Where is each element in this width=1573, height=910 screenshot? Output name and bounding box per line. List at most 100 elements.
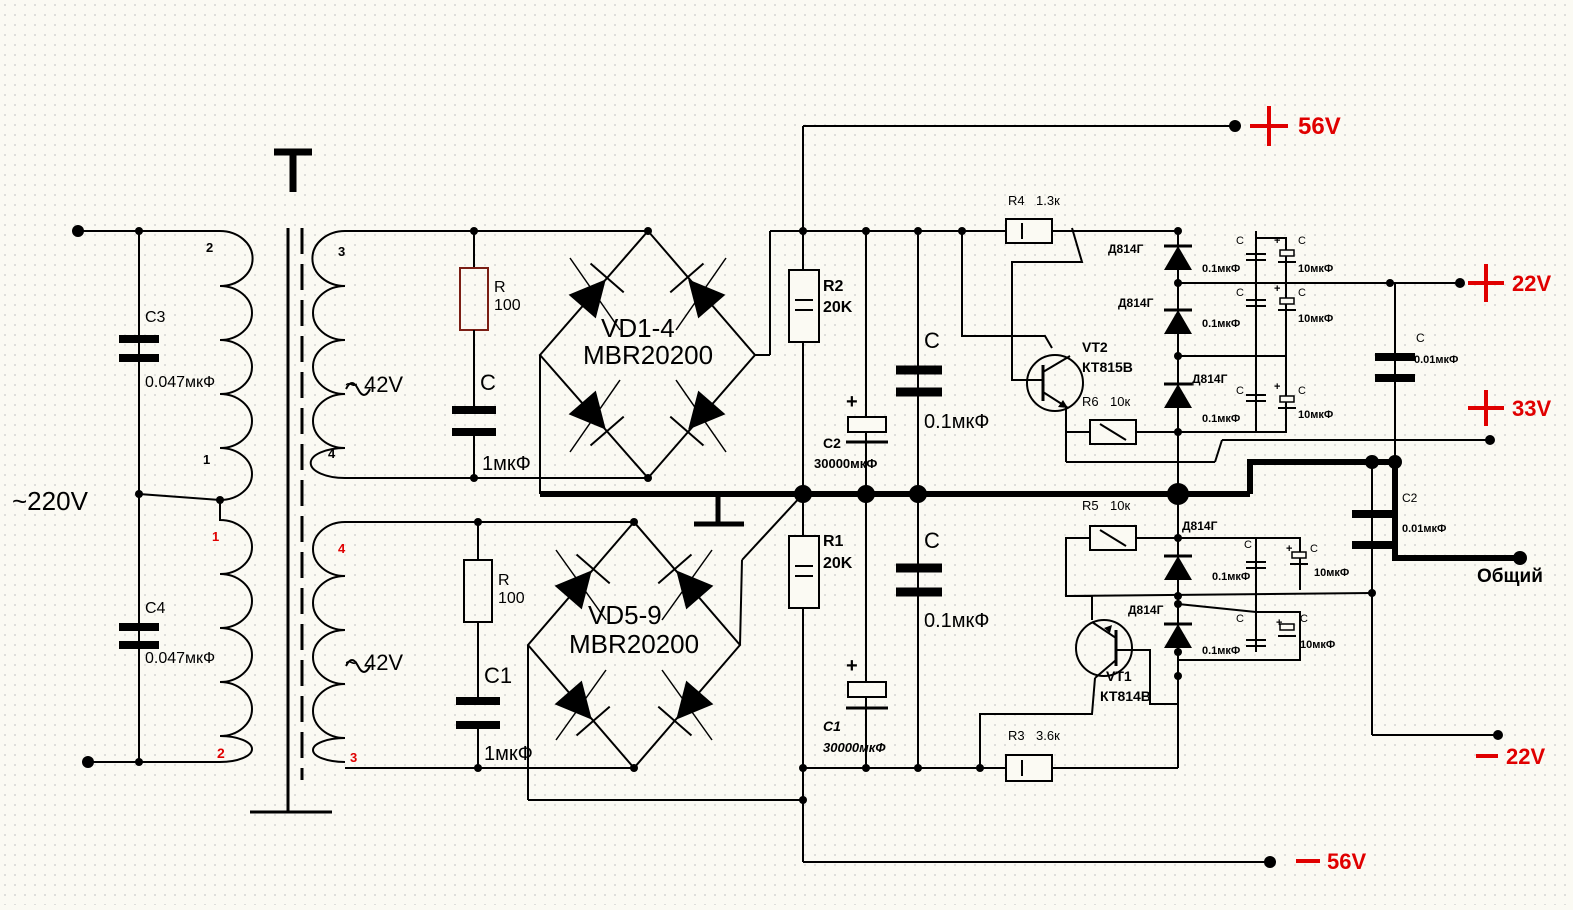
svg-text:Д814Г: Д814Г <box>1192 372 1228 386</box>
svg-text:4: 4 <box>338 541 346 556</box>
svg-text:VT2: VT2 <box>1082 339 1108 355</box>
svg-text:R3: R3 <box>1008 728 1025 743</box>
positive-regulator <box>961 218 1495 494</box>
resistor-r3 <box>1005 754 1053 782</box>
secondary-winding-1 <box>309 230 648 479</box>
svg-text:C: C <box>1310 543 1318 555</box>
svg-text:+: + <box>1286 543 1292 555</box>
svg-text:+: + <box>846 655 858 677</box>
svg-text:100: 100 <box>494 297 521 314</box>
svg-text:1мкФ: 1мкФ <box>482 453 531 475</box>
svg-text:10мкФ: 10мкФ <box>1300 639 1335 651</box>
svg-text:22V: 22V <box>1506 744 1545 769</box>
svg-text:1.3к: 1.3к <box>1036 193 1060 208</box>
svg-text:10мкФ: 10мкФ <box>1298 409 1333 421</box>
svg-text:~ 42V: ~ 42V <box>345 372 403 397</box>
svg-text:+: + <box>1274 381 1280 393</box>
primary-coil-upper <box>219 230 254 501</box>
bridge-rectifier-2 <box>526 518 742 772</box>
svg-text:C: C <box>1244 539 1252 551</box>
svg-text:+: + <box>1274 235 1280 247</box>
svg-text:C: C <box>1298 287 1306 299</box>
snubber-top <box>452 227 496 482</box>
output-labels: 56V 22V 33V 22V 56V Общий <box>1250 106 1551 874</box>
svg-text:33V: 33V <box>1512 396 1551 421</box>
svg-text:+: + <box>846 391 858 413</box>
common-terminal[interactable] <box>1513 551 1527 565</box>
input-terminal-top[interactable] <box>72 225 84 237</box>
svg-text:56V: 56V <box>1327 849 1366 874</box>
minus-22v-output[interactable]: 22V <box>1476 744 1545 769</box>
svg-text:0.1мкФ: 0.1мкФ <box>924 610 990 632</box>
svg-text:3.6к: 3.6к <box>1036 728 1060 743</box>
svg-text:30000мкФ: 30000мкФ <box>823 740 886 755</box>
svg-text:1мкФ: 1мкФ <box>484 743 533 765</box>
svg-text:10к: 10к <box>1110 498 1130 513</box>
primary-winding-section <box>72 225 254 768</box>
transformer-core <box>250 148 332 814</box>
svg-text:Д814Г: Д814Г <box>1128 603 1164 617</box>
svg-text:20K: 20K <box>823 555 853 572</box>
svg-text:4: 4 <box>328 446 336 461</box>
svg-text:КТ815В: КТ815В <box>1082 359 1133 375</box>
svg-text:Д814Г: Д814Г <box>1118 296 1154 310</box>
transistor-vt1 <box>1075 619 1133 677</box>
svg-text:Д814Г: Д814Г <box>1182 519 1218 533</box>
svg-text:R: R <box>494 279 506 296</box>
svg-text:MBR20200: MBR20200 <box>569 629 699 659</box>
svg-text:100: 100 <box>498 590 525 607</box>
svg-text:+: + <box>1276 617 1282 629</box>
svg-text:10мкФ: 10мкФ <box>1314 567 1349 579</box>
minus-56v-output[interactable]: 56V <box>1296 849 1366 874</box>
svg-text:C: C <box>924 528 940 553</box>
svg-text:30000мкФ: 30000мкФ <box>814 456 877 471</box>
svg-text:C1: C1 <box>484 663 512 688</box>
svg-text:C2: C2 <box>823 435 841 451</box>
input-terminal-bottom[interactable] <box>82 756 94 768</box>
capacitor-film-bottom <box>896 494 942 768</box>
svg-text:0.047мкФ: 0.047мкФ <box>145 374 215 391</box>
svg-text:3: 3 <box>350 750 357 765</box>
svg-text:~ 42V: ~ 42V <box>345 650 403 675</box>
svg-text:0.1мкФ: 0.1мкФ <box>1212 571 1250 583</box>
svg-text:0.1мкФ: 0.1мкФ <box>924 411 990 433</box>
plus-22v-output[interactable]: 22V <box>1468 264 1551 302</box>
svg-text:C: C <box>1236 287 1244 299</box>
svg-text:R5: R5 <box>1082 498 1099 513</box>
capacitor-film-top <box>896 231 942 494</box>
svg-text:C1: C1 <box>823 718 841 734</box>
svg-text:C: C <box>480 370 496 395</box>
svg-text:C: C <box>1236 235 1244 247</box>
svg-text:10мкФ: 10мкФ <box>1298 313 1333 325</box>
svg-text:0.1мкФ: 0.1мкФ <box>1202 318 1240 330</box>
svg-text:MBR20200: MBR20200 <box>583 340 713 370</box>
svg-text:C: C <box>924 328 940 353</box>
snubber-bottom <box>456 518 500 772</box>
svg-text:2: 2 <box>206 240 213 255</box>
svg-text:20K: 20K <box>823 299 853 316</box>
svg-text:C: C <box>1236 385 1244 397</box>
svg-text:C: C <box>1298 385 1306 397</box>
plus-33v-output[interactable]: 33V <box>1468 390 1551 426</box>
svg-text:VT1: VT1 <box>1106 668 1132 684</box>
svg-text:1: 1 <box>212 529 219 544</box>
resistor-r1 <box>788 535 820 609</box>
capacitor-c2-30000 <box>846 231 888 494</box>
transistor-vt2 <box>1026 354 1084 412</box>
svg-text:56V: 56V <box>1298 113 1341 140</box>
svg-text:2: 2 <box>217 745 225 761</box>
svg-text:0.01мкФ: 0.01мкФ <box>1402 523 1446 535</box>
svg-text:0.1мкФ: 0.1мкФ <box>1202 263 1240 275</box>
plus-56v-output[interactable]: 56V <box>1250 106 1341 146</box>
bridge2-name: VD5-9 <box>588 600 662 630</box>
svg-text:10мкФ: 10мкФ <box>1298 263 1333 275</box>
svg-text:C: C <box>1236 613 1244 625</box>
negative-regulator <box>979 462 1503 782</box>
svg-text:22V: 22V <box>1512 271 1551 296</box>
svg-text:C4: C4 <box>145 600 166 617</box>
svg-text:C2: C2 <box>1402 491 1418 505</box>
bridge-rectifier-1 <box>538 227 757 482</box>
secondary-winding-2 <box>312 521 634 769</box>
